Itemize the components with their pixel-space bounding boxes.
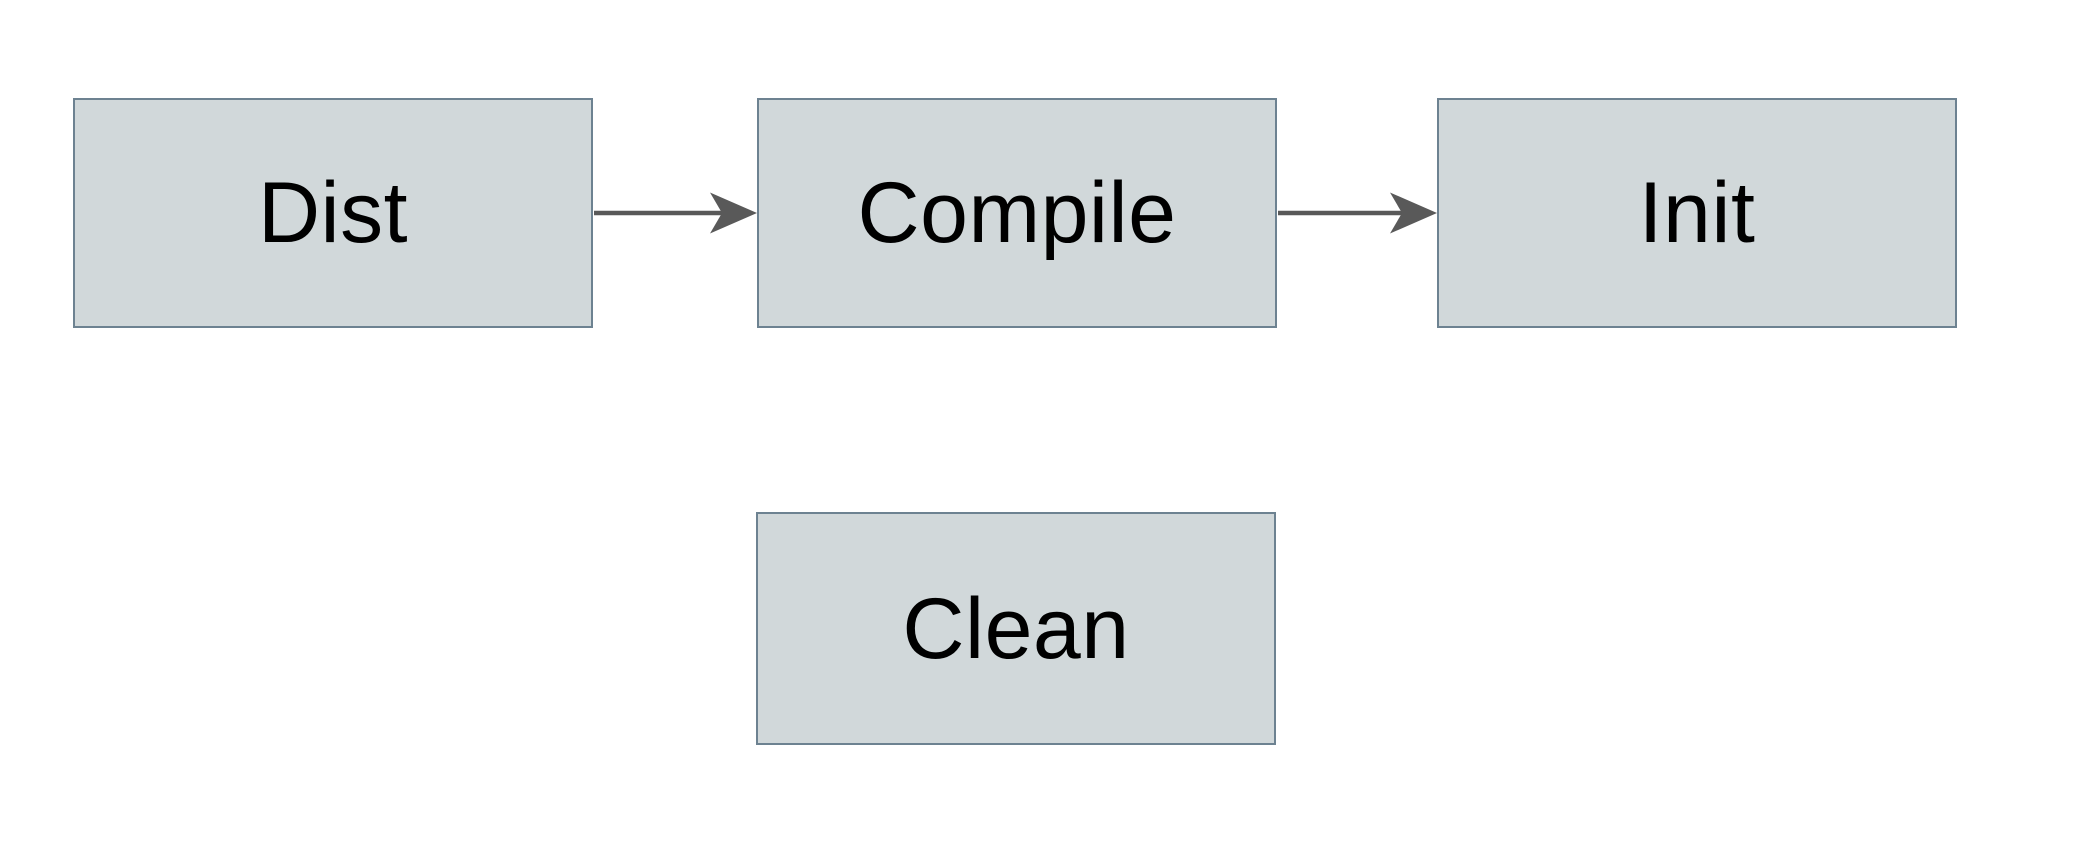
node-dist: Dist xyxy=(73,98,593,328)
node-compile: Compile xyxy=(757,98,1277,328)
arrow-dist-to-compile xyxy=(594,192,757,234)
arrowhead-icon xyxy=(1390,192,1437,234)
node-clean: Clean xyxy=(756,512,1276,745)
node-init-label: Init xyxy=(1638,165,1756,261)
node-init: Init xyxy=(1437,98,1957,328)
arrow-compile-to-init xyxy=(1278,192,1437,234)
arrowhead-icon xyxy=(710,192,757,234)
node-clean-label: Clean xyxy=(902,580,1130,677)
node-compile-label: Compile xyxy=(857,165,1177,261)
node-dist-label: Dist xyxy=(257,165,409,261)
